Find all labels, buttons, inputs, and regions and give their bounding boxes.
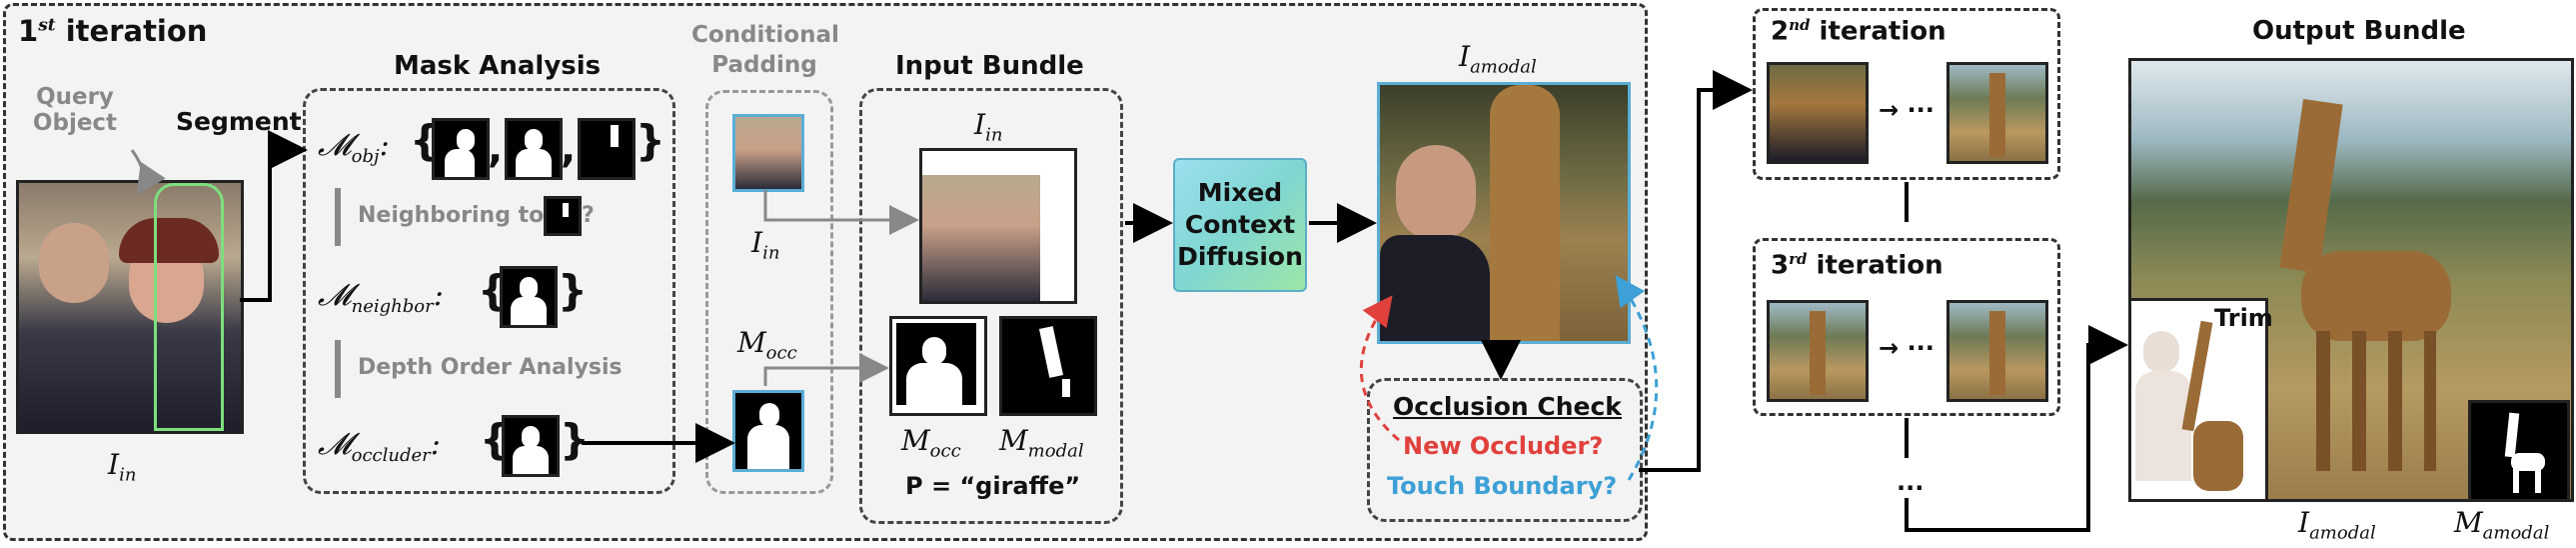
- occlusion-check-title: Occlusion Check: [1393, 392, 1622, 421]
- iter2-output-thumb: [1946, 62, 2048, 164]
- bundle-occ-mask: [889, 316, 987, 416]
- padded-input-label: Iin: [751, 226, 780, 264]
- neighboring-label: Neighboring to: [358, 203, 545, 228]
- person-left: [39, 223, 109, 303]
- depth-order-label: Depth Order Analysis: [358, 355, 623, 380]
- amodal-result-image: [1377, 82, 1631, 344]
- input-bundle-box: [859, 88, 1123, 524]
- trim-label: Trim: [2214, 304, 2273, 332]
- arrow-iter2-to-iter3: [1905, 182, 1909, 222]
- query-object-label: Query Object: [32, 84, 118, 136]
- bundle-i-in-label: Iin: [974, 108, 1003, 146]
- more-iterations-ellipsis: ···: [1897, 474, 1925, 502]
- m-occ-label: Mocc: [737, 326, 797, 364]
- mixed-context-diffusion-block: Mixed Context Diffusion: [1173, 158, 1307, 292]
- output-bundle-title: Output Bundle: [2252, 16, 2466, 46]
- output-giraffe-body: [2301, 251, 2451, 341]
- new-occluder-loop: [1359, 295, 1400, 442]
- iter3-output-thumb: [1946, 300, 2048, 402]
- person-body: [1380, 235, 1490, 341]
- mask-neighbor: [500, 266, 558, 328]
- padded-image-to-bundle-arrow: [763, 190, 919, 235]
- mask-analysis-box: [303, 88, 675, 494]
- m-neighbor-brace-close: }: [558, 266, 588, 315]
- m-obj-symbol: 𝓜obj:: [318, 128, 390, 167]
- m-neighbor-symbol: 𝓜neighbor:: [318, 278, 444, 317]
- mask-analysis-title: Mask Analysis: [394, 51, 602, 81]
- iter1-to-iter2-arrow: [1639, 70, 1753, 472]
- prompt-label: P = “giraffe”: [905, 472, 1081, 500]
- touch-boundary-loop: [1615, 275, 1659, 481]
- i-amodal-label: Iamodal: [1459, 40, 1537, 78]
- neighboring-question: ?: [582, 203, 595, 228]
- iteration-2-panel: [1753, 8, 2060, 180]
- output-i-amodal-label: Iamodal: [2298, 506, 2376, 544]
- input-bundle-title: Input Bundle: [895, 51, 1084, 81]
- arrow-down-neighboring: [335, 188, 341, 246]
- arrow-iter3-to-more: [1905, 418, 1909, 458]
- mask-occluder: [502, 415, 560, 477]
- conditional-padding-title: Conditional Padding: [691, 22, 839, 78]
- m-obj-comma-2: ,: [561, 126, 577, 172]
- padded-mask-to-bundle-arrow: [763, 353, 889, 386]
- output-giraffe-legs: [2316, 331, 2436, 471]
- touch-boundary-label: Touch Boundary?: [1387, 472, 1618, 500]
- iter2-input-thumb: [1767, 62, 1869, 164]
- mask-obj-2: [505, 118, 563, 180]
- iteration-2-title: 2nd iteration: [1771, 16, 1946, 47]
- query-object-arrow: [130, 149, 166, 195]
- iteration-1-title: 1st iteration: [18, 14, 208, 48]
- output-amodal-mask: [2468, 400, 2570, 502]
- more-to-output-arrow: [1905, 325, 2128, 532]
- iter2-ellipsis: → ···: [1879, 96, 1934, 124]
- trim-inset: [2128, 298, 2268, 502]
- iter3-ellipsis: → ···: [1879, 334, 1934, 362]
- m-obj-brace-close: }: [636, 116, 665, 165]
- bundle-m-modal-label: Mmodal: [999, 424, 1084, 462]
- mask-obj-1: [432, 118, 490, 180]
- neighboring-mask-thumb: [544, 196, 582, 236]
- output-m-amodal-label: Mamodal: [2454, 506, 2550, 544]
- input-image: [16, 180, 244, 434]
- person-face: [1396, 145, 1476, 241]
- bundle-padded-image: [919, 148, 1077, 304]
- padded-input-image: [732, 114, 804, 192]
- bundle-modal-mask: [999, 316, 1097, 416]
- query-object-outline: [154, 183, 224, 431]
- giraffe-neck: [1490, 85, 1560, 341]
- conditional-padding-box: [705, 90, 833, 494]
- m-occluder-symbol: 𝓜occluder:: [318, 427, 441, 466]
- iteration-3-panel: [1753, 238, 2060, 416]
- iteration-3-title: 3rd iteration: [1771, 250, 1943, 281]
- m-obj-comma-1: ,: [488, 126, 504, 172]
- new-occluder-label: New Occluder?: [1403, 432, 1604, 460]
- person-right-hair: [119, 218, 219, 263]
- iter3-input-thumb: [1767, 300, 1869, 402]
- mask-obj-3: [578, 118, 636, 180]
- bundle-m-occ-label: Mocc: [901, 424, 961, 462]
- m-occluder-brace-close: }: [560, 415, 590, 464]
- input-image-label: Iin: [108, 448, 137, 486]
- arrow-down-depth: [335, 340, 341, 398]
- segment-arrow: [240, 130, 308, 302]
